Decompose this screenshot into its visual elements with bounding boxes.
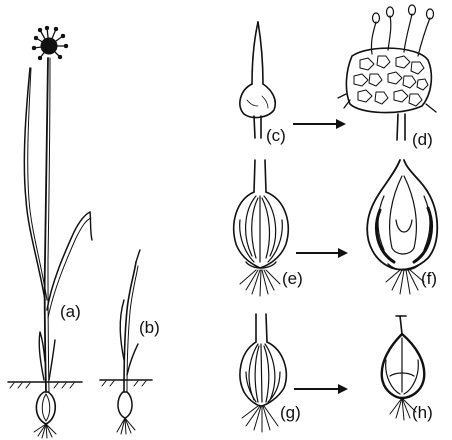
bulb-e-illustration (234, 160, 288, 296)
plant-b-illustration (100, 250, 152, 434)
arrow-e-to-f (296, 248, 348, 258)
bulb-c-illustration (240, 22, 275, 138)
label-e: (e) (282, 269, 303, 288)
arrow-c-to-d (293, 119, 346, 129)
label-g: (g) (280, 403, 301, 422)
label-h: (h) (412, 403, 433, 422)
label-c: (c) (266, 126, 286, 145)
label-d: (d) (412, 130, 433, 149)
plant-a-illustration (8, 26, 92, 438)
seed-head-d-illustration (338, 5, 436, 140)
arrow-g-to-h (294, 384, 348, 394)
label-f: (f) (421, 269, 437, 288)
label-a: (a) (60, 302, 81, 321)
label-b: (b) (139, 318, 160, 337)
